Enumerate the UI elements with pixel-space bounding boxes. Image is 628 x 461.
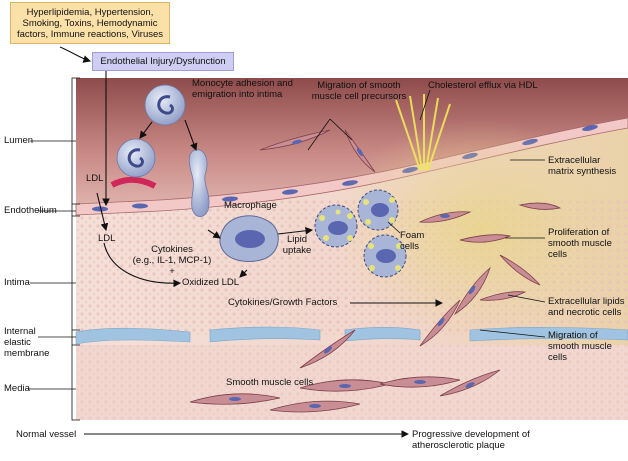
pathway-arrows — [59, 46, 444, 438]
cytokines-label-3: + — [169, 266, 175, 277]
internal-elastic-membrane — [75, 326, 628, 345]
cytokines-label-1: Cytokines — [151, 244, 193, 255]
plaque-lipid-area — [330, 120, 628, 340]
layer-label-iem-2: elastic — [4, 337, 31, 348]
smooth-muscle-cells-label: Smooth muscle cells — [226, 377, 314, 388]
migration-label-1: Migration of — [548, 330, 598, 341]
layer-label-lumen: Lumen — [4, 135, 34, 146]
macrophage-label: Macrophage — [224, 200, 277, 211]
monocytes — [116, 84, 210, 217]
layer-label-media: Media — [4, 383, 30, 394]
layer-label-iem-3: membrane — [4, 348, 50, 359]
leader-lines — [28, 89, 546, 390]
smc-precursor-label-2: muscle cell precursors — [311, 91, 407, 102]
migration-label-3: cells — [548, 352, 568, 363]
layer-label-intima: Intima — [4, 277, 30, 288]
progressive-label-2: atherosclerotic plaque — [412, 440, 505, 451]
ecm-label-2: matrix synthesis — [548, 166, 617, 177]
risk-factors-box: Hyperlipidemia, Hypertension, Smoking, T… — [10, 2, 170, 44]
layer-brackets — [71, 77, 80, 421]
oxidized-ldl-label: Oxidized LDL — [182, 277, 240, 288]
lipids-necrotic-label-1: Extracellular lipids — [548, 296, 625, 307]
lipid-uptake-label-2: uptake — [282, 245, 312, 256]
proliferation-label-2: smooth muscle — [548, 238, 612, 249]
ldl-label-intima: LDL — [98, 233, 116, 244]
progressive-label-1: Progressive development of — [412, 429, 530, 440]
ecm-label-1: Extracellular — [548, 155, 601, 166]
monocyte-label-1: Monocyte adhesion and — [192, 78, 293, 89]
foam-cells — [314, 189, 407, 278]
macrophage-cell — [219, 215, 279, 262]
cytokines-growth-label: Cytokines/Growth Factors — [228, 297, 338, 308]
monocyte-label-2: emigration into intima — [192, 89, 283, 100]
proliferation-label-1: Proliferation of — [548, 227, 610, 238]
endothelial-injury-box: Endothelial Injury/Dysfunction — [92, 52, 234, 71]
proliferation-label-3: cells — [548, 249, 568, 260]
cholesterol-efflux-label: Cholesterol efflux via HDL — [428, 80, 538, 91]
smc-precursor-label-1: Migration of smooth — [317, 80, 401, 91]
foam-cells-label-1: Foam — [400, 230, 425, 241]
normal-vessel-label: Normal vessel — [16, 429, 77, 440]
smc-nuclei — [229, 139, 476, 408]
ldl-label-lumen: LDL — [86, 173, 104, 184]
lipid-uptake-label-1: Lipid — [286, 234, 308, 245]
adhesion-molecule — [110, 176, 157, 189]
lipids-necrotic-label-2: and necrotic cells — [548, 307, 622, 318]
migration-label-2: smooth muscle — [548, 341, 612, 352]
cytokines-label-2: (e.g., IL-1, MCP-1) — [132, 255, 212, 266]
cholesterol-efflux-rays — [395, 94, 451, 171]
layer-label-endothelium: Endothelium — [4, 205, 57, 216]
foam-cells-label-2: cells — [400, 241, 420, 252]
layer-label-iem-1: Internal — [4, 326, 36, 337]
